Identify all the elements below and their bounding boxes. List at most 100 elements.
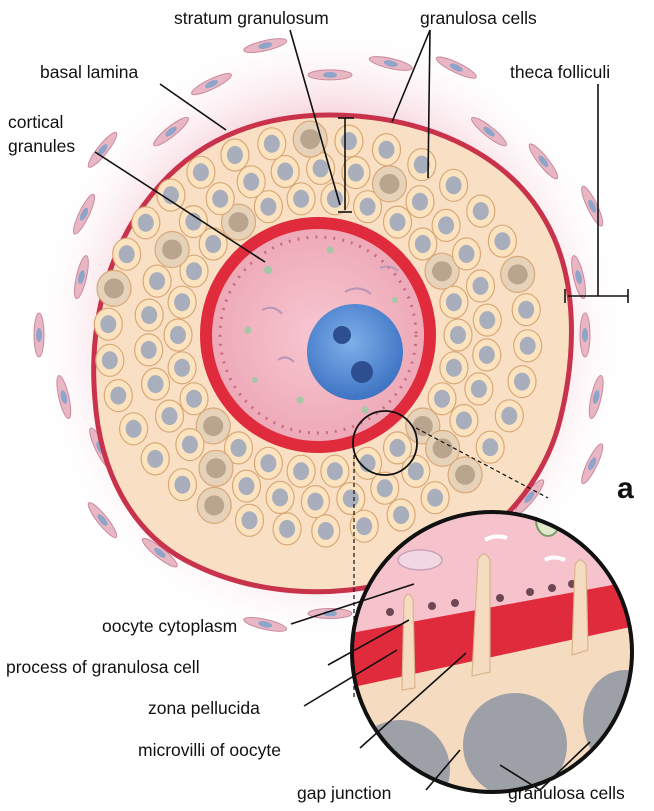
label-basal-lamina: basal lamina [40, 62, 138, 82]
granulosa-cell-nucleus [260, 198, 276, 216]
granulosa-cell-nucleus [186, 262, 202, 280]
granulosa-cell-nucleus [479, 311, 495, 329]
theca-cell-nucleus [323, 72, 337, 78]
granulosa-cell-nucleus [205, 235, 221, 253]
granulosa-cell-nucleus [231, 439, 247, 457]
granulosa-cell-nucleus [149, 272, 165, 290]
granulosa-cell-nucleus [482, 438, 498, 456]
granulosa-cell-nucleus [390, 439, 406, 457]
label-oocyte-cytoplasm: oocyte cytoplasm [102, 616, 237, 636]
granulosa-cell-nucleus [379, 141, 395, 159]
granulosa-cell-nucleus [318, 522, 334, 540]
oocyte-nucleus [307, 304, 403, 400]
granulosa-cell-nucleus [356, 517, 372, 535]
granulosa-cell-nucleus [162, 240, 182, 260]
theca-cell-nucleus [582, 328, 588, 342]
granulosa-cell-nucleus [170, 326, 186, 344]
label-granulosa-cells-bottom: granulosa cells [508, 783, 625, 803]
granulosa-cell-nucleus [456, 412, 472, 430]
granulosa-cell-nucleus [494, 232, 510, 250]
granulosa-cell-nucleus [138, 214, 154, 232]
granulosa-cell-nucleus [239, 477, 255, 495]
label-zona-pellucida: zona pellucida [148, 698, 260, 718]
granulosa-cell-nucleus [277, 163, 293, 181]
granulosa-cell-nucleus [479, 346, 495, 364]
granulosa-cell-nucleus [148, 375, 164, 393]
granulosa-cell-nucleus [459, 245, 475, 263]
granulosa-cell-nucleus [300, 129, 320, 149]
granulosa-cell-nucleus [186, 390, 202, 408]
granulosa-cell-nucleus [141, 306, 157, 324]
granulosa-cell-nucleus [147, 450, 163, 468]
granulosa-cell-nucleus [119, 245, 135, 263]
granulosa-cell-nucleus [501, 407, 517, 425]
granulosa-cell-nucleus [446, 293, 462, 311]
granulosa-cell-nucleus [229, 212, 249, 232]
granulosa-cell-nucleus [313, 159, 329, 177]
granulosa-cell-nucleus [473, 277, 489, 295]
granulosa-cell-nucleus [377, 479, 393, 497]
granulosa-cell-nucleus [433, 438, 453, 458]
granulosa-cell-nucleus [434, 390, 450, 408]
label-cortical-granules-line1: cortical [8, 112, 63, 132]
label-gap-junction: gap junction [297, 783, 391, 803]
granulosa-cell-nucleus [174, 359, 190, 377]
granulosa-cell-nucleus [408, 462, 424, 480]
granulosa-cell-nucleus [393, 506, 409, 524]
granulosa-cell-nucleus [514, 373, 530, 391]
nucleolus [333, 326, 351, 344]
panel-letter: a [617, 472, 634, 506]
granulosa-cell-nucleus [427, 489, 443, 507]
granulosa-cell-nucleus [348, 164, 364, 182]
granulosa-cell-nucleus [260, 454, 276, 472]
granulosa-cell-nucleus [293, 462, 309, 480]
granulosa-cell-nucleus [227, 146, 243, 164]
granulosa-cell-nucleus [508, 264, 528, 284]
granulosa-cell-nucleus [343, 490, 359, 508]
granulosa-cell-nucleus [412, 193, 428, 211]
granulosa-cell-nucleus [174, 293, 190, 311]
granulosa-cell-nucleus [415, 235, 431, 253]
label-microvilli-of-oocyte: microvilli of oocyte [138, 740, 281, 760]
granulosa-cell-nucleus [446, 176, 462, 194]
granulosa-cell-nucleus [126, 420, 142, 438]
granulosa-cell-nucleus [212, 190, 228, 208]
granulosa-cell-nucleus [204, 495, 224, 515]
granulosa-cell-nucleus [141, 341, 157, 359]
granulosa-cell-nucleus [242, 511, 258, 529]
granulosa-cell-nucleus [272, 488, 288, 506]
granulosa-cell-nucleus [518, 301, 534, 319]
theca-cell-nucleus [36, 328, 42, 342]
granulosa-cell-nucleus [446, 359, 462, 377]
granulosa-cell-nucleus [438, 216, 454, 234]
granulosa-cell-nucleus [432, 261, 452, 281]
granulosa-cell-nucleus [390, 213, 406, 231]
granulosa-cell-nucleus [243, 173, 259, 191]
granulosa-cell-nucleus [162, 407, 178, 425]
label-theca-folliculi: theca folliculi [510, 62, 610, 82]
granulosa-cell-nucleus [102, 351, 118, 369]
granulosa-cell-nucleus [341, 132, 357, 150]
nucleolus [351, 361, 373, 383]
label-stratum-granulosum: stratum granulosum [174, 8, 329, 28]
granulosa-cell-nucleus [380, 174, 400, 194]
label-process-of-granulosa-cell: process of granulosa cell [6, 657, 200, 677]
granulosa-cell-nucleus [327, 190, 343, 208]
granulosa-cell-nucleus [174, 476, 190, 494]
granulosa-cell-nucleus [264, 135, 280, 153]
granulosa-cell-nucleus [473, 202, 489, 220]
granulosa-cell-nucleus [203, 416, 223, 436]
granulosa-cell-nucleus [193, 163, 209, 181]
granulosa-cell-nucleus [293, 190, 309, 208]
granulosa-cell-nucleus [471, 380, 487, 398]
granulosa-cell-nucleus [100, 315, 116, 333]
granulosa-cell-nucleus [327, 462, 343, 480]
granulosa-cell-nucleus [279, 520, 295, 538]
granulosa-cell-nucleus [104, 278, 124, 298]
granulosa-cell-nucleus [450, 326, 466, 344]
label-cortical-granules-line2: granules [8, 136, 75, 156]
granulosa-cell-nucleus [206, 458, 226, 478]
label-granulosa-cells-top: granulosa cells [420, 8, 537, 28]
granulosa-cell-nucleus [110, 387, 126, 405]
